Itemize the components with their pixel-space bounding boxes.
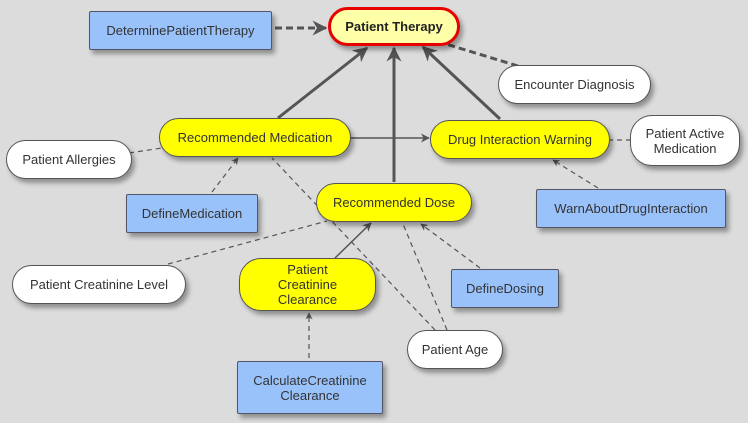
edge-define-dosing-to-recommended-dose — [420, 223, 481, 269]
node-label: WarnAboutDrugInteraction — [554, 201, 708, 216]
node-determine-patient-therapy[interactable]: DeterminePatientTherapy — [89, 11, 272, 50]
node-label: Drug Interaction Warning — [447, 132, 593, 147]
node-recommended-medication[interactable]: Recommended Medication — [159, 118, 351, 157]
node-label: DeterminePatientTherapy — [106, 23, 255, 38]
node-label: Encounter Diagnosis — [514, 77, 635, 92]
node-patient-therapy[interactable]: Patient Therapy — [328, 7, 460, 46]
node-label: DefineMedication — [141, 206, 243, 221]
node-label: Patient Creatinine Clearance — [277, 262, 338, 307]
edge-warn-about-drug-interaction-to-drug-interaction-warning — [552, 159, 599, 189]
node-patient-active-medication[interactable]: Patient Active Medication — [630, 115, 740, 166]
edge-patient-allergies-to-recommended-medication — [128, 147, 163, 154]
edge-encounter-diagnosis-to-patient-therapy — [445, 42, 519, 68]
node-label: Patient Active Medication — [645, 125, 725, 156]
node-define-dosing[interactable]: DefineDosing — [451, 269, 559, 308]
node-drug-interaction-warning[interactable]: Drug Interaction Warning — [430, 120, 610, 159]
node-warn-about-drug-interaction[interactable]: WarnAboutDrugInteraction — [536, 189, 726, 228]
node-label: DefineDosing — [465, 281, 545, 296]
edge-patient-age-to-recommended-dose — [402, 223, 448, 331]
node-label: Patient Age — [421, 342, 489, 357]
node-patient-age[interactable]: Patient Age — [407, 330, 503, 369]
node-calculate-creatinine-clearance[interactable]: CalculateCreatinine Clearance — [237, 361, 383, 414]
node-label: Patient Allergies — [22, 152, 116, 167]
edge-patient-creatinine-level-to-recommended-dose — [167, 220, 328, 265]
node-label: Recommended Medication — [177, 130, 333, 145]
edge-drug-interaction-warning-to-patient-therapy — [421, 45, 502, 121]
edge-recommended-medication-to-patient-therapy — [277, 46, 369, 120]
node-recommended-dose[interactable]: Recommended Dose — [316, 183, 472, 222]
node-label: Recommended Dose — [332, 195, 456, 210]
edge-patient-age-to-recommended-medication — [271, 157, 436, 331]
edge-define-medication-to-recommended-medication — [211, 157, 239, 193]
node-label: CalculateCreatinine Clearance — [253, 372, 367, 403]
node-label: Patient Creatinine Level — [29, 277, 169, 292]
node-patient-creatinine-clearance[interactable]: Patient Creatinine Clearance — [239, 258, 376, 311]
node-encounter-diagnosis[interactable]: Encounter Diagnosis — [498, 65, 651, 104]
node-label: Patient Therapy — [345, 19, 443, 34]
node-patient-creatinine-level[interactable]: Patient Creatinine Level — [12, 265, 186, 304]
node-patient-allergies[interactable]: Patient Allergies — [6, 140, 132, 179]
node-define-medication[interactable]: DefineMedication — [126, 194, 258, 233]
edge-patient-creatinine-clearance-to-recommended-dose — [334, 222, 372, 259]
